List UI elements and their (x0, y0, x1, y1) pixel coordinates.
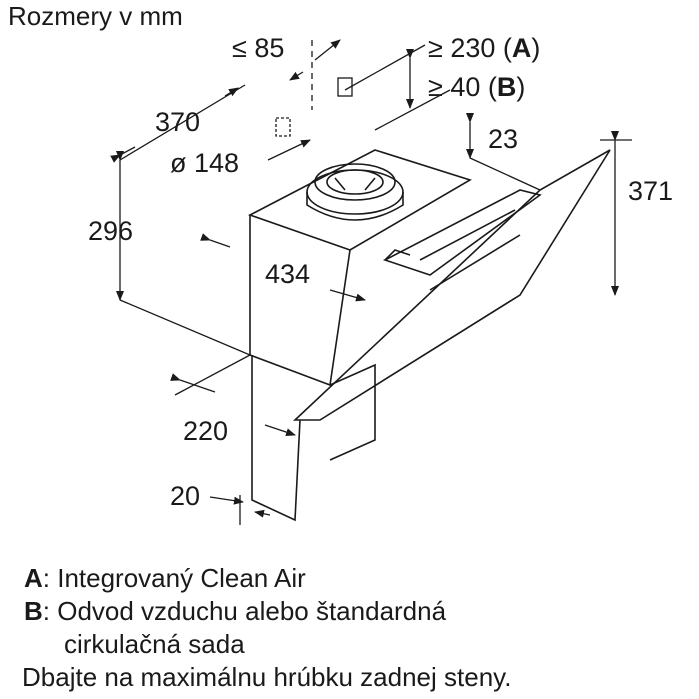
outlet-marker-a (337, 77, 353, 97)
legend-item-b: B: Odvod vzduchu alebo štandardná (24, 595, 446, 628)
dim-296: 296 (88, 216, 133, 246)
dim-371: 371 (628, 176, 673, 206)
dim-85: ≤ 85 (232, 33, 284, 63)
hood-dimension-drawing: ≤ 85 ≥ 230 (A) ≥ 40 (B) 370 23 ø 148 371… (88, 33, 673, 525)
dimension-lines (110, 39, 632, 525)
diagram-title: Rozmery v mm (8, 1, 183, 31)
dim-20: 20 (170, 481, 200, 511)
legend-text-b: : Odvod vzduchu alebo štandardná (42, 596, 447, 626)
hood-outline (247, 149, 611, 522)
dim-148: ø 148 (170, 148, 239, 178)
legend-text-a: : Integrovaný Clean Air (42, 563, 306, 593)
legend-key-b: B (24, 596, 43, 626)
duct-collar-top (314, 163, 396, 201)
glass-panel (292, 149, 611, 421)
hood-back-panel (251, 355, 301, 522)
dim-230: ≥ 230 (A) (428, 33, 540, 63)
legend-key-a: A (24, 563, 43, 593)
dimension-labels: ≤ 85 ≥ 230 (A) ≥ 40 (B) 370 23 ø 148 371… (88, 33, 673, 511)
dim-220: 220 (183, 416, 228, 446)
outlet-marker-b (275, 117, 291, 137)
legend-text-b-continued: cirkulačná sada (64, 629, 245, 659)
dim-40: ≥ 40 (B) (428, 72, 525, 102)
legend-item-a: A: Integrovaný Clean Air (24, 562, 306, 595)
hood-front-face (249, 215, 351, 387)
dim-370: 370 (155, 107, 200, 137)
dim-23: 23 (488, 124, 518, 154)
dim-434: 434 (265, 259, 310, 289)
wall-thickness-note: Dbajte na maximálnu hrúbku zadnej steny. (22, 662, 512, 692)
